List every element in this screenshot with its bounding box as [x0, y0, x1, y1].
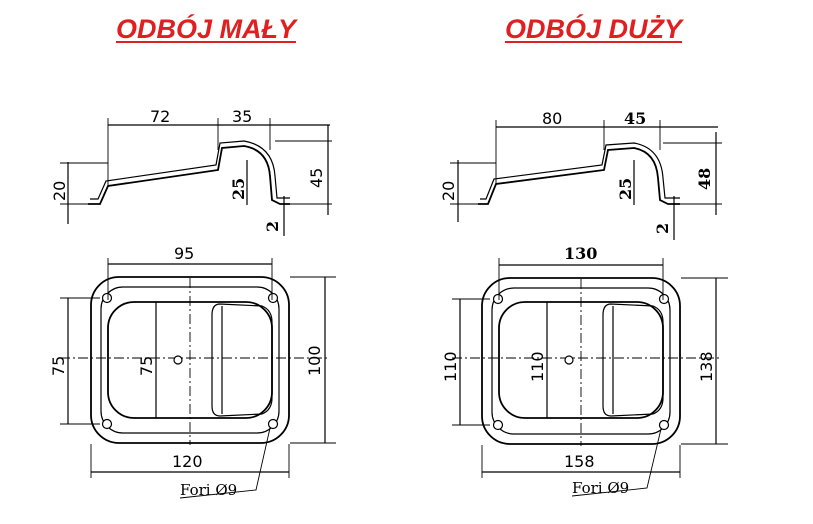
- large-dim-110-inner: 110: [528, 351, 547, 382]
- small-dim-25: 25: [229, 178, 248, 200]
- large-dim-110-left: 110: [441, 351, 460, 382]
- small-dim-75-inner: 75: [137, 356, 156, 376]
- small-dim-120: 120: [172, 452, 203, 471]
- small-dim-20: 20: [50, 181, 69, 201]
- small-dim-72: 72: [150, 107, 170, 126]
- small-dim-35: 35: [232, 107, 252, 126]
- small-dim-2: 2: [263, 221, 282, 232]
- large-dim-48: 48: [695, 168, 714, 190]
- large-plan-view: 130 110 110 138 158 Fori Ø9: [441, 244, 728, 497]
- large-dim-158: 158: [564, 452, 595, 471]
- small-profile-view: 72 35 20 25 45 2: [50, 107, 332, 236]
- title-large-bumper: ODBÓJ DUŻY: [505, 14, 683, 44]
- title-small-bumper: ODBÓJ MAŁY: [116, 14, 297, 44]
- large-dim-25: 25: [616, 178, 635, 200]
- large-dim-20: 20: [439, 181, 458, 201]
- large-dim-80: 80: [542, 109, 562, 128]
- large-dim-130: 130: [564, 244, 597, 263]
- small-dim-95: 95: [174, 244, 194, 263]
- small-dim-45: 45: [307, 168, 326, 188]
- large-holes-label: Fori Ø9: [572, 479, 629, 497]
- large-dim-138: 138: [697, 351, 716, 382]
- small-dim-75-left: 75: [49, 356, 68, 376]
- small-dim-100: 100: [305, 345, 324, 376]
- small-plan-view: 95 75 75 100 120 Fori Ø9: [49, 244, 336, 499]
- large-dim-2: 2: [653, 223, 672, 234]
- large-profile-view: 80 45 20 25 48 2: [439, 109, 722, 240]
- small-holes-label: Fori Ø9: [180, 481, 237, 499]
- large-dim-45: 45: [624, 109, 646, 128]
